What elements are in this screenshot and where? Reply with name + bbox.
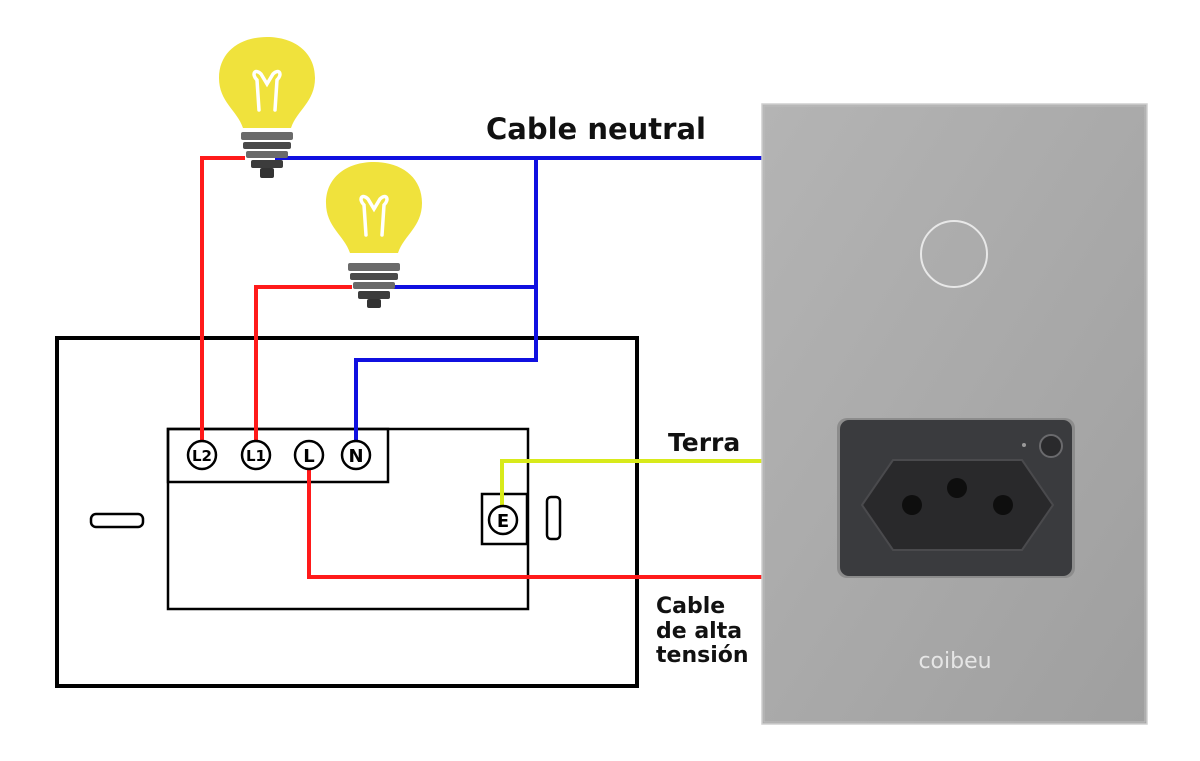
socket-power-button[interactable] xyxy=(1039,434,1063,458)
ground-wires xyxy=(500,459,762,505)
terminal-n: N xyxy=(340,439,372,471)
neutral-wires xyxy=(275,156,762,446)
mounting-slot-right xyxy=(545,495,562,541)
terminal-n-label: N xyxy=(348,446,363,467)
terminal-e-label: E xyxy=(497,511,509,532)
terminal-l2-label: L2 xyxy=(192,447,212,465)
terminal-l1-label: L1 xyxy=(246,447,266,465)
terminal-l-label: L xyxy=(303,446,314,467)
neutral-wire-bus xyxy=(354,158,538,446)
bulb-2-icon xyxy=(326,162,422,308)
bulb-1-icon xyxy=(219,37,315,178)
ground-terminal-box xyxy=(480,492,529,546)
line-wires xyxy=(200,156,762,579)
high-voltage-label-line1: Cable xyxy=(656,594,725,619)
terminal-l2: L2 xyxy=(186,439,218,471)
high-voltage-label-line3: tensión xyxy=(656,643,749,668)
switch-panel: coibeu xyxy=(761,103,1148,725)
ground-label: Terra xyxy=(668,428,740,457)
terminal-strip xyxy=(166,427,390,484)
ground-wire xyxy=(500,459,762,505)
mounting-slot-left xyxy=(89,512,145,529)
touch-button[interactable] xyxy=(920,220,988,288)
socket-indicator-dot xyxy=(1022,443,1026,447)
terminal-e: E xyxy=(487,504,519,536)
line-wire-supply xyxy=(307,460,762,579)
wall-box xyxy=(55,336,639,688)
line-wire-l2 xyxy=(200,156,245,446)
terminal-l1: L1 xyxy=(240,439,272,471)
terminal-l: L xyxy=(293,439,325,471)
high-voltage-label-line2: de alta xyxy=(656,619,742,644)
neutral-cable-label: Cable neutral xyxy=(486,112,706,146)
line-wire-l1 xyxy=(254,285,352,446)
power-socket xyxy=(837,418,1075,578)
brand-logo: coibeu xyxy=(918,649,991,674)
